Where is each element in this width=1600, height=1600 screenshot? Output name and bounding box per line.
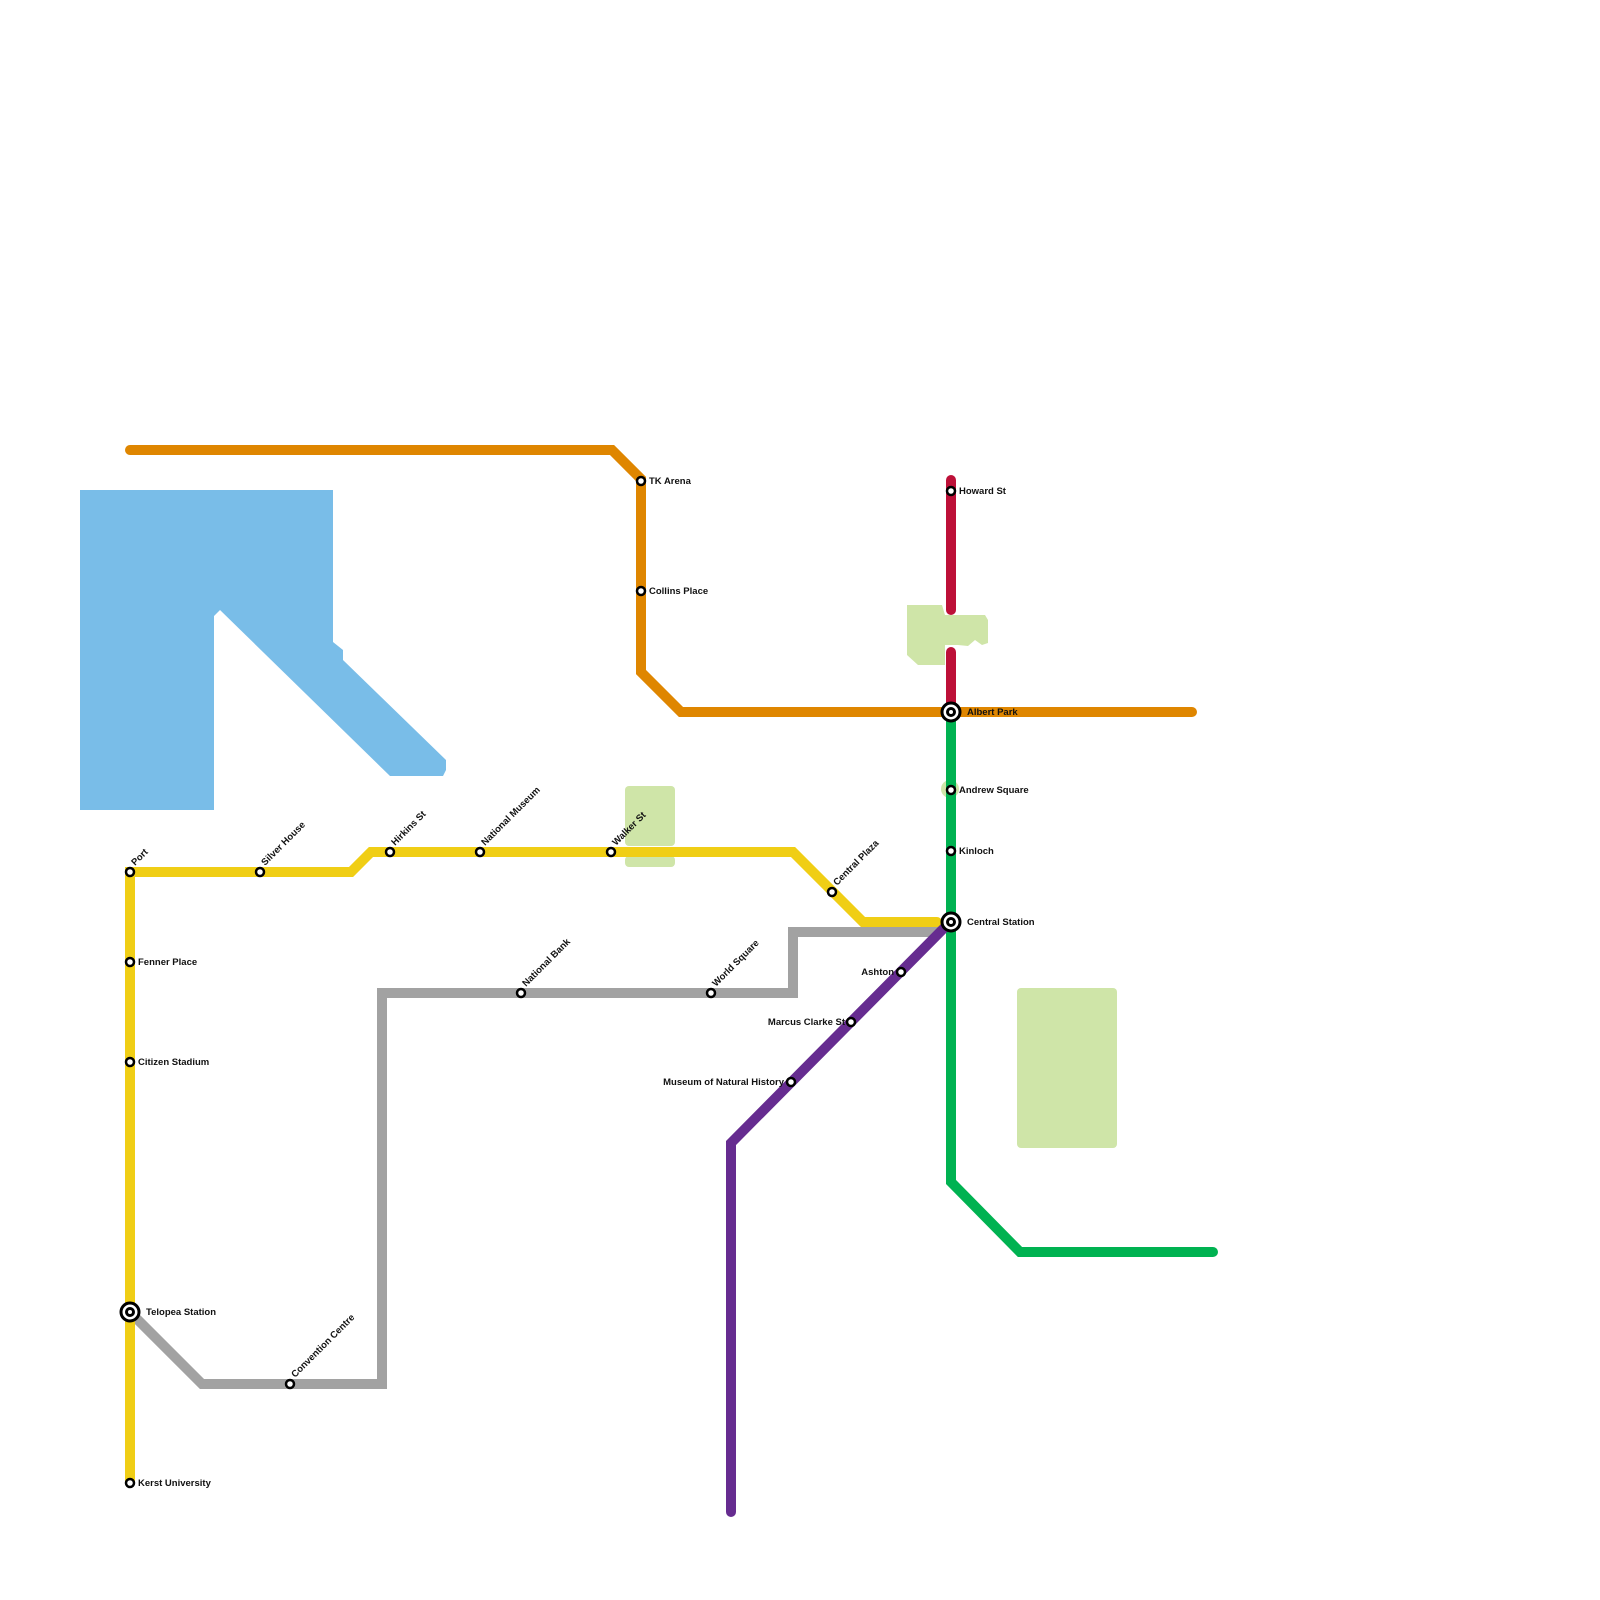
- purple-line[interactable]: [726, 916, 956, 1517]
- station-label: World Square: [710, 938, 761, 989]
- station-label: Ashton: [861, 967, 894, 978]
- station-label: National Bank: [520, 936, 573, 989]
- station-tk-arena[interactable]: TK Arena: [635, 475, 692, 487]
- station-label: TK Arena: [649, 476, 692, 487]
- station-ashton[interactable]: Ashton: [861, 966, 907, 978]
- station-kerst-university[interactable]: Kerst University: [124, 1477, 212, 1489]
- station-label: Fenner Place: [138, 957, 197, 968]
- park-east: [1017, 988, 1117, 1148]
- station-andrew-square[interactable]: Andrew Square: [945, 784, 1029, 796]
- water-body: [80, 490, 446, 810]
- station-museum-natural-history[interactable]: Museum of Natural History: [663, 1076, 797, 1088]
- station-central-station[interactable]: Central Station: [940, 911, 1035, 933]
- station-national-museum[interactable]: National Museum: [474, 785, 543, 858]
- station-collins-place[interactable]: Collins Place: [635, 585, 708, 597]
- station-label: Marcus Clarke St: [768, 1017, 846, 1028]
- park-albert: [907, 605, 988, 665]
- station-label: National Museum: [479, 785, 542, 848]
- station-label: Port: [129, 846, 151, 868]
- station-label: Telopea Station: [146, 1307, 216, 1318]
- station-label: Convention Centre: [289, 1312, 357, 1380]
- station-label: Kinloch: [959, 846, 994, 857]
- station-label: Citizen Stadium: [138, 1057, 209, 1068]
- green-line[interactable]: [946, 707, 1218, 1257]
- station-kinloch[interactable]: Kinloch: [945, 845, 994, 857]
- station-fenner-place[interactable]: Fenner Place: [124, 956, 197, 968]
- station-label: Kerst University: [138, 1478, 212, 1489]
- park-walker-st: [625, 786, 675, 846]
- park-walker-st-lower: [625, 856, 675, 867]
- station-label: Central Plaza: [831, 838, 881, 888]
- station-label: Central Station: [967, 917, 1035, 928]
- station-label: Albert Park: [967, 707, 1018, 718]
- station-label: Collins Place: [649, 586, 708, 597]
- grey-line[interactable]: [125, 916, 956, 1389]
- station-label: Howard St: [959, 486, 1007, 497]
- orange-line[interactable]: [125, 445, 1197, 717]
- station-label: Hirkins St: [389, 808, 429, 848]
- station-albert-park[interactable]: Albert Park: [940, 701, 1018, 723]
- station-label: Silver House: [259, 820, 307, 868]
- station-marcus-clarke-st[interactable]: Marcus Clarke St: [768, 1016, 857, 1028]
- station-central-plaza[interactable]: Central Plaza: [826, 838, 882, 898]
- station-telopea-station[interactable]: Telopea Station: [119, 1301, 216, 1323]
- station-label: Andrew Square: [959, 785, 1029, 796]
- station-national-bank[interactable]: National Bank: [515, 936, 573, 999]
- station-label: Museum of Natural History: [663, 1077, 785, 1088]
- station-citizen-stadium[interactable]: Citizen Stadium: [124, 1056, 209, 1068]
- station-howard-st[interactable]: Howard St: [945, 485, 1007, 497]
- station-convention-centre[interactable]: Convention Centre: [284, 1312, 357, 1390]
